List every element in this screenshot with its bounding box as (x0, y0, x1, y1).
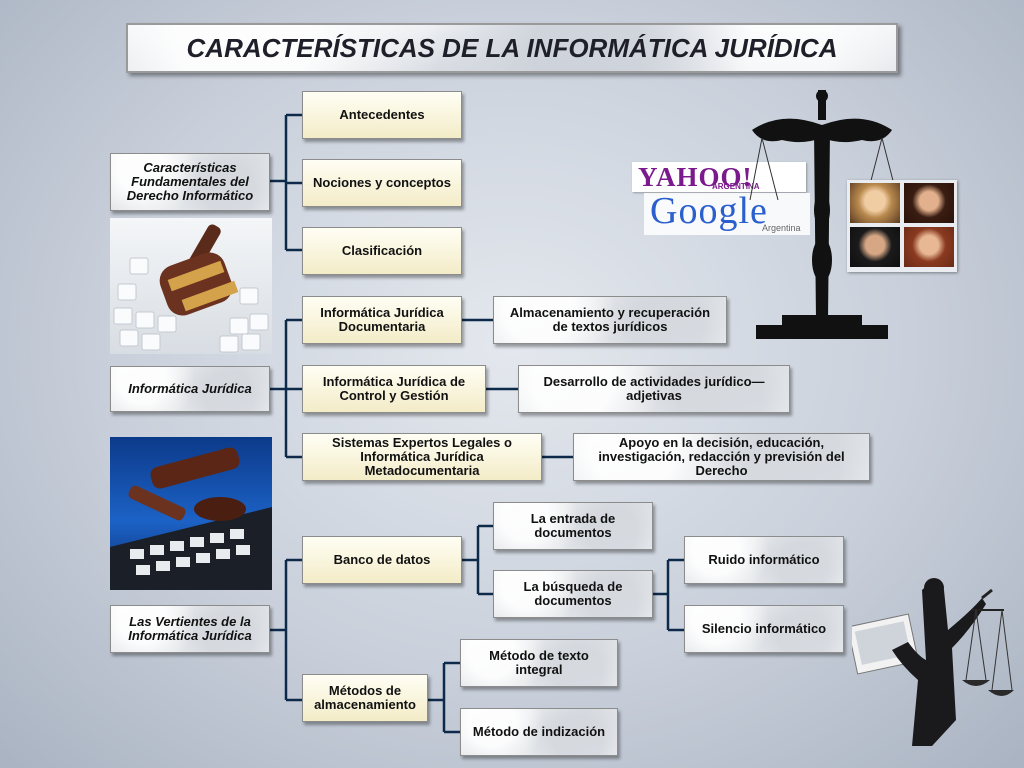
documentaria-box: Informática Jurídica Documentaria (302, 296, 462, 344)
yahoo-logo: YAHOO! ARGENTINA (632, 162, 806, 192)
clasificacion-box: Clasificación (302, 227, 462, 275)
gavel-keyboard-image (110, 218, 272, 354)
gavel-laptop-illustration (110, 447, 272, 590)
texto-integral-box: Método de texto integral (460, 639, 618, 687)
control-gestion-box: Informática Jurídica de Control y Gestió… (302, 365, 486, 413)
entrada-documentos-box: La entrada de documentos (493, 502, 653, 550)
yahoo-logo-subtext: ARGENTINA (712, 182, 760, 191)
collage-photo-4 (904, 227, 954, 267)
google-logo-text: Google (650, 193, 768, 232)
documentaria-detail-box: Almacenamiento y recuperación de textos … (493, 296, 727, 344)
busqueda-documentos-box: La búsqueda de documentos (493, 570, 653, 618)
antecedentes-box: Antecedentes (302, 91, 462, 139)
informatica-box: Informática Jurídica (110, 366, 270, 412)
gavel-laptop-image (110, 437, 272, 590)
fundamentales-box: Características Fundamentales del Derech… (110, 153, 270, 211)
metadocumentaria-box: Sistemas Expertos Legales o Informática … (302, 433, 542, 481)
google-logo-subtext: Argentina (762, 223, 801, 233)
page-title: CARACTERÍSTICAS DE LA INFORMÁTICA JURÍDI… (126, 23, 898, 73)
control-gestion-detail-box: Desarrollo de actividades jurídico—adjet… (518, 365, 790, 413)
banco-datos-box: Banco de datos (302, 536, 462, 584)
metodos-almacenamiento-box: Métodos de almacenamiento (302, 674, 428, 722)
google-logo: Google Argentina (644, 193, 810, 235)
lady-justice-image (852, 578, 1014, 746)
indizacion-box: Método de indización (460, 708, 618, 756)
vertientes-box: Las Vertientes de la Informática Jurídic… (110, 605, 270, 653)
nociones-box: Nociones y conceptos (302, 159, 462, 207)
metadocumentaria-detail-box: Apoyo en la decisión, educación, investi… (573, 433, 870, 481)
justice-scale-image (749, 90, 899, 339)
yahoo-logo-text: YAHOO! (638, 162, 753, 192)
photo-collage (847, 180, 957, 272)
collage-photo-1 (850, 183, 900, 223)
gavel-keyboard-illustration (113, 224, 269, 353)
collage-photo-2 (904, 183, 954, 223)
ruido-informatico-box: Ruido informático (684, 536, 844, 584)
silencio-informatico-box: Silencio informático (684, 605, 844, 653)
collage-photo-3 (850, 227, 900, 267)
